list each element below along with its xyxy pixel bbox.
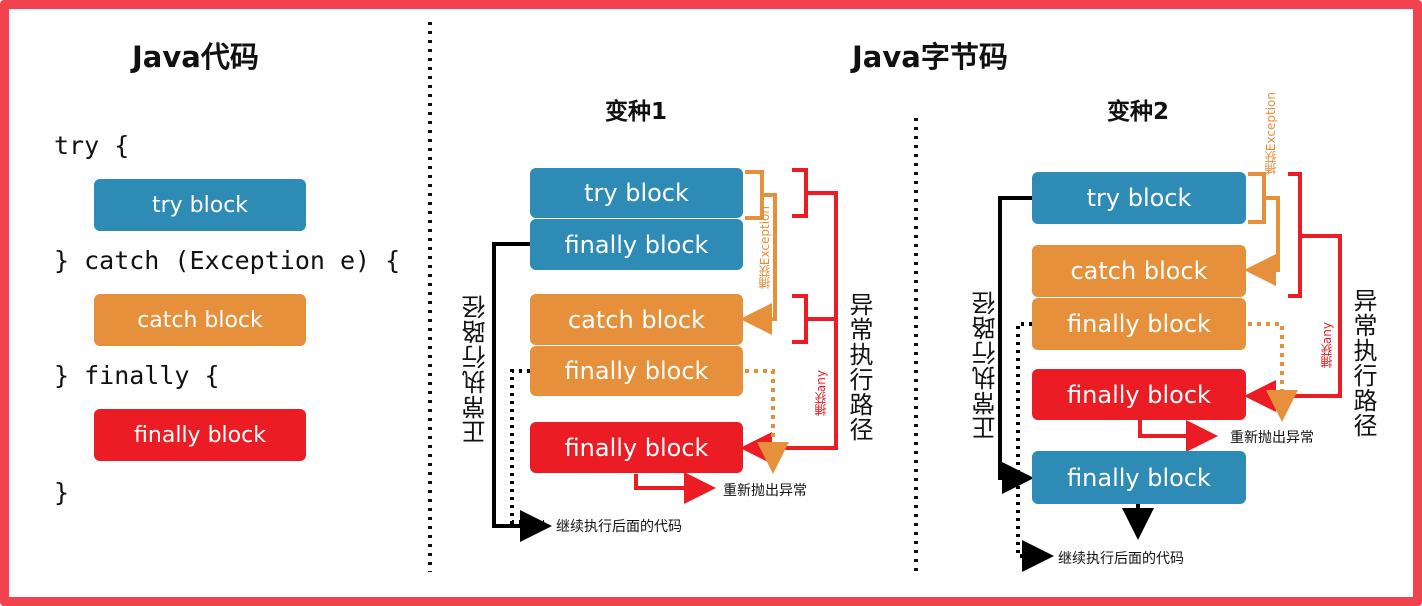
v2-catch-block: catch block xyxy=(1032,245,1246,297)
v2-normal-path xyxy=(998,196,1034,494)
v2-normal-path-label: 正常执行路径 xyxy=(972,290,1000,440)
v1-finally-block-2: finally block xyxy=(530,346,743,396)
v2-orange-bracket xyxy=(1248,172,1266,224)
v2-finally-block-1: finally block xyxy=(1032,298,1246,350)
v2-exception-path-label: 异常执行路径 xyxy=(1349,288,1377,438)
right-title: Java字节码 xyxy=(852,40,1008,74)
code-line-close: } xyxy=(54,478,70,507)
left-try-block: try block xyxy=(94,179,306,231)
left-catch-block: catch block xyxy=(94,294,306,346)
v2-finally-block-2: finally block xyxy=(1032,369,1246,420)
v2-orange-arrow xyxy=(1244,196,1280,286)
code-line-catch: } catch (Exception e) { xyxy=(54,246,401,275)
v1-catch-block: catch block xyxy=(530,294,743,345)
v2-rethrow-arrow xyxy=(1138,420,1218,452)
v1-finally-block-1: finally block xyxy=(530,219,743,270)
left-title: Java代码 xyxy=(132,40,259,74)
v2-orange-dotted xyxy=(1248,322,1298,422)
v2-continue-label: 继续执行后面的代码 xyxy=(1058,551,1184,567)
v2-finally-block-3: finally block xyxy=(1032,451,1246,504)
v1-catch-any-label: 捕获any xyxy=(814,370,828,417)
left-finally-block: finally block xyxy=(94,409,306,461)
v1-normal-path xyxy=(492,242,552,542)
v2-rethrow-label: 重新抛出异常 xyxy=(1230,430,1314,446)
code-line-try: try { xyxy=(54,131,130,160)
v2-dotted-path xyxy=(1016,322,1054,572)
v2-red-bracket xyxy=(1288,172,1302,298)
v2-red-connector xyxy=(1244,234,1342,412)
variant2-title: 变种2 xyxy=(1107,99,1170,125)
v1-orange-arrow xyxy=(740,193,777,335)
v1-catch-exception-label: 捕获Exception xyxy=(758,206,772,290)
variant1-title: 变种1 xyxy=(605,99,668,125)
v1-normal-path-label: 正常执行路径 xyxy=(462,294,490,444)
v1-rethrow-label: 重新抛出异常 xyxy=(723,483,807,499)
v1-red-bracket-mid xyxy=(792,294,808,344)
v1-exception-path-label: 异常执行路径 xyxy=(845,292,873,442)
v1-continue-label: 继续执行后面的代码 xyxy=(556,519,682,535)
code-line-finally: } finally { xyxy=(54,361,220,390)
v1-rethrow-arrow xyxy=(634,472,716,504)
v1-try-block: try block xyxy=(530,168,743,218)
v1-finally-block-3: finally block xyxy=(530,422,743,473)
v2-try-block: try block xyxy=(1032,172,1246,224)
v2-catch-exception-label: 捕获Exception xyxy=(1264,92,1278,176)
v1-orange-dotted xyxy=(745,369,789,474)
v1-red-bracket-top xyxy=(792,168,808,218)
v1-dotted-path xyxy=(510,369,544,524)
v2-catch-any-label: 捕获any xyxy=(1320,322,1334,369)
